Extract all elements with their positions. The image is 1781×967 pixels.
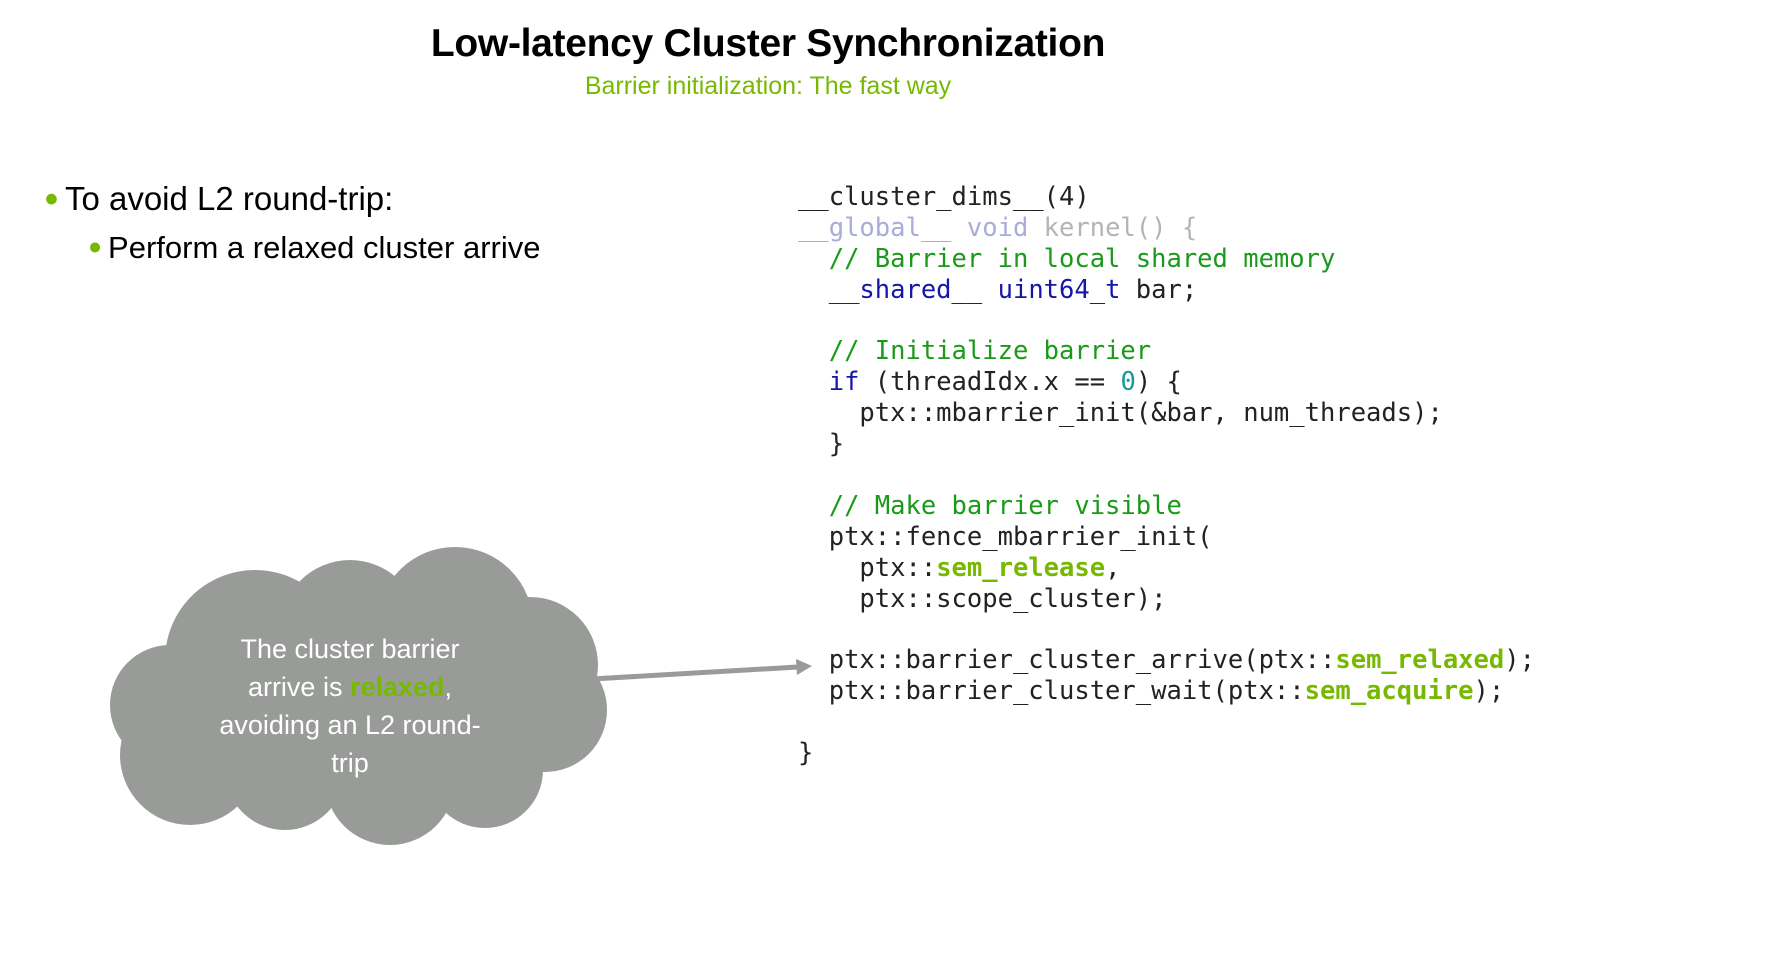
code-text: ); bbox=[1473, 676, 1505, 707]
arrow-head-icon bbox=[796, 659, 812, 675]
code-line: ptx::barrier_cluster_wait(ptx::sem_acqui… bbox=[798, 676, 1535, 707]
code-highlight: sem_release bbox=[936, 552, 1106, 583]
slide-title: Low-latency Cluster Synchronization bbox=[430, 22, 1106, 65]
code-highlight: sem_relaxed bbox=[1335, 645, 1505, 676]
code-text: } bbox=[798, 738, 814, 769]
bullet-level-1-text: To avoid L2 round-trip: bbox=[64, 180, 394, 217]
code-comment: // Barrier in local shared memory bbox=[828, 243, 1336, 274]
code-line: } bbox=[798, 738, 1535, 769]
code-line: __cluster_dims__(4) bbox=[798, 182, 1535, 213]
code-line: // Make barrier visible bbox=[798, 491, 1535, 522]
code-line: ptx::scope_cluster); bbox=[798, 584, 1535, 615]
callout-line: The cluster barrier bbox=[240, 634, 460, 664]
bullet-dot-icon: ● bbox=[88, 233, 103, 259]
code-highlight: sem_acquire bbox=[1304, 676, 1474, 707]
code-text: , bbox=[1105, 552, 1121, 583]
code-line: ptx::sem_release, bbox=[798, 553, 1535, 584]
code-keyword: uint64_t bbox=[997, 274, 1121, 305]
code-text: ptx::barrier_cluster_arrive(ptx:: bbox=[828, 645, 1336, 676]
code-line: // Initialize barrier bbox=[798, 336, 1535, 367]
callout-line: trip bbox=[331, 748, 369, 778]
arrow-line bbox=[591, 664, 799, 682]
code-text: ) { bbox=[1135, 367, 1182, 398]
code-text: (threadIdx.x == bbox=[874, 367, 1106, 398]
code-block: __cluster_dims__(4) __global__ void kern… bbox=[798, 182, 1535, 769]
callout-line: arrive is relaxed, bbox=[185, 668, 515, 706]
code-text: ptx::fence_mbarrier_init( bbox=[828, 521, 1213, 552]
code-comment: // Make barrier visible bbox=[828, 490, 1182, 521]
code-keyword: if bbox=[828, 367, 860, 398]
code-line: ptx::barrier_cluster_arrive(ptx::sem_rel… bbox=[798, 645, 1535, 676]
callout-fragment: arrive is bbox=[247, 672, 343, 702]
code-text: kernel() { bbox=[1043, 212, 1198, 243]
code-line: } bbox=[798, 429, 1535, 460]
code-keyword: __global__ bbox=[798, 212, 952, 243]
code-text: } bbox=[828, 429, 845, 460]
bullet-level-2-text: Perform a relaxed cluster arrive bbox=[108, 230, 541, 265]
code-text: bar; bbox=[1135, 274, 1198, 305]
code-text: ptx:: bbox=[859, 552, 937, 583]
cloud-shape bbox=[110, 547, 607, 845]
code-line: ptx::fence_mbarrier_init( bbox=[798, 522, 1535, 553]
code-keyword: __shared__ bbox=[828, 274, 983, 305]
bullet-level-2: ●Perform a relaxed cluster arrive bbox=[88, 230, 540, 266]
bullet-dot-icon: ● bbox=[44, 185, 59, 212]
code-keyword: void bbox=[966, 212, 1029, 243]
code-line: // Barrier in local shared memory bbox=[798, 244, 1535, 275]
code-comment: // Initialize barrier bbox=[828, 336, 1152, 367]
slide-subtitle: Barrier initialization: The fast way bbox=[584, 72, 952, 100]
code-text: ptx::barrier_cluster_wait(ptx:: bbox=[828, 676, 1305, 707]
code-line: if (threadIdx.x == 0) { bbox=[798, 367, 1535, 398]
callout-line: avoiding an L2 round- bbox=[219, 710, 481, 740]
code-text: ptx::scope_cluster); bbox=[859, 583, 1167, 614]
code-line: __shared__ uint64_t bar; bbox=[798, 275, 1535, 306]
code-line: __global__ void kernel() { bbox=[798, 213, 1535, 244]
code-text: __cluster_dims__(4) bbox=[798, 182, 1090, 212]
callout-highlight: relaxed bbox=[349, 672, 445, 702]
code-number: 0 bbox=[1120, 367, 1136, 398]
bullet-level-1: ●To avoid L2 round-trip: bbox=[44, 180, 393, 218]
callout-fragment: , bbox=[444, 672, 453, 702]
code-line: ptx::mbarrier_init(&bar, num_threads); bbox=[798, 398, 1535, 429]
code-text: ); bbox=[1504, 645, 1535, 676]
callout-text: The cluster barrier arrive is relaxed, a… bbox=[185, 630, 515, 782]
code-text: ptx::mbarrier_init(&bar, num_threads); bbox=[859, 398, 1443, 429]
